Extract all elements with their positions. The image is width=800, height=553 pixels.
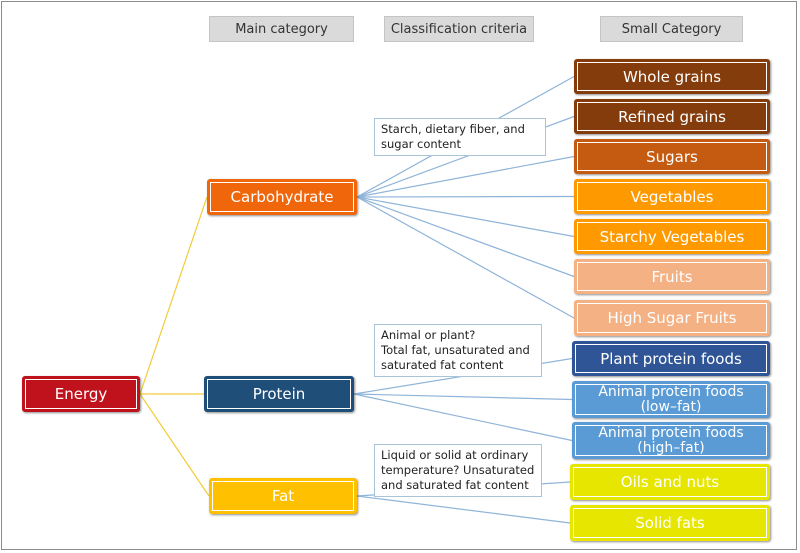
node-animal-protein-high-fat: Animal protein foods (high–fat): [572, 422, 770, 459]
node-refined-grains: Refined grains: [574, 99, 770, 134]
connector-carbohydrate-5: [356, 196, 575, 278]
node-whole-grains: Whole grains: [574, 59, 770, 94]
node-oils-and-nuts: Oils and nuts: [570, 464, 770, 500]
criteria-protein: Animal or plant? Total fat, unsaturated …: [374, 324, 542, 377]
node-sugars: Sugars: [574, 139, 770, 174]
header-small-category: Small Category: [600, 16, 743, 42]
node-plant-protein-foods: Plant protein foods: [572, 341, 770, 376]
node-energy: Energy: [22, 376, 140, 412]
node-vegetables: Vegetables: [574, 179, 770, 214]
connector-carbohydrate-3: [356, 195, 575, 198]
connector-carbohydrate-2: [356, 155, 575, 198]
node-starchy-vegetables: Starchy Vegetables: [574, 219, 770, 254]
node-animal-protein-low-fat: Animal protein foods (low–fat): [572, 381, 770, 418]
connector-energy-fat: [139, 393, 210, 497]
connector-fat-11: [356, 495, 571, 524]
node-solid-fats: Solid fats: [570, 505, 770, 541]
node-carbohydrate: Carbohydrate: [207, 179, 357, 215]
node-high-sugar-fruits: High Sugar Fruits: [574, 300, 770, 336]
connector-carbohydrate-6: [356, 196, 575, 319]
node-fat: Fat: [209, 478, 357, 514]
connector-carbohydrate-4: [356, 196, 575, 238]
criteria-fat: Liquid or solid at ordinary temperature?…: [374, 444, 542, 497]
node-fruits: Fruits: [574, 259, 770, 294]
node-protein: Protein: [204, 376, 354, 412]
criteria-carbohydrate: Starch, dietary fiber, and sugar content: [374, 118, 546, 156]
connector-protein-8: [353, 393, 573, 401]
connector-protein-9: [353, 393, 573, 442]
header-main-category: Main category: [209, 16, 354, 42]
header-classification-criteria: Classification criteria: [384, 16, 534, 42]
connector-energy-carbohydrate: [139, 196, 208, 395]
